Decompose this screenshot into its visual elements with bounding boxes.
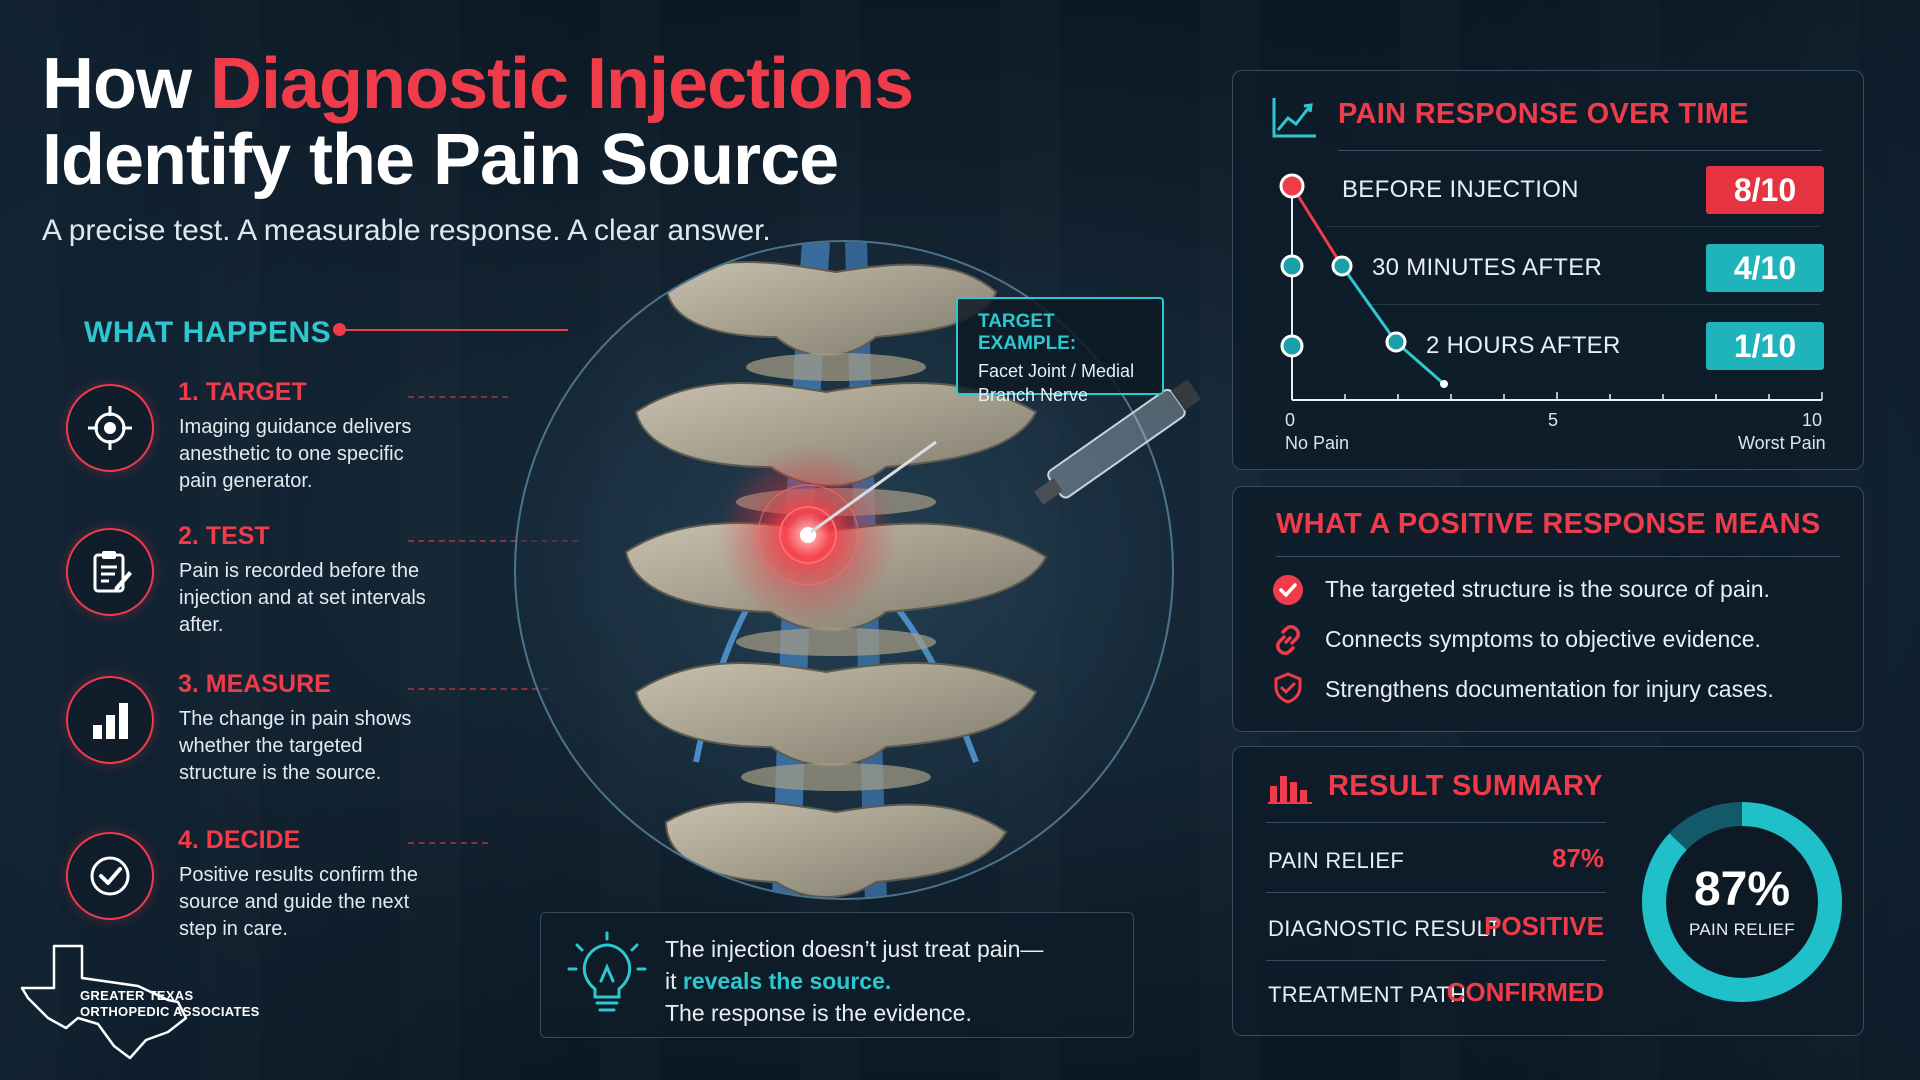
target-example-box: TARGET EXAMPLE: Facet Joint / Medial Bra…: [956, 297, 1164, 405]
step-title: 4. DECIDE: [178, 826, 301, 854]
step-title: 2. TEST: [178, 522, 270, 550]
callout-highlight: reveals the source.: [682, 968, 892, 994]
link-icon: [1276, 625, 1300, 655]
callout-line2-prefix: it: [665, 968, 683, 994]
title-word: How: [42, 44, 210, 124]
positive-response-panel: [1232, 486, 1864, 732]
pain-response-heading: PAIN RESPONSE OVER TIME: [1338, 98, 1749, 130]
step-connector: [408, 842, 488, 844]
title-line2: Identify the Pain Source: [42, 120, 839, 200]
syringe-graphic: [1034, 379, 1202, 505]
line-chart-icon: [1272, 98, 1316, 138]
panel-divider: [1276, 556, 1840, 557]
step-description: Positive results confirm the source and …: [179, 864, 418, 940]
step-decide: 4. DECIDE Positive results confirm the s…: [66, 826, 446, 946]
step-measure: 3. MEASURE The change in pain shows whet…: [66, 670, 446, 790]
pain-row-label: 2 HOURS AFTER: [1426, 332, 1621, 359]
callout-line2: it reveals the source.: [665, 965, 1043, 997]
check-badge-icon: [1273, 575, 1303, 605]
target-example-line1: Facet Joint / Medial: [978, 361, 1135, 381]
evidence-callout: The injection doesn’t just treat pain— i…: [540, 912, 1134, 1038]
page-title: How Diagnostic Injections Identify the P…: [42, 44, 914, 200]
summary-label: TREATMENT PATH: [1268, 982, 1467, 1007]
step-title: 3. MEASURE: [178, 670, 331, 698]
callout-line1: The injection doesn’t just treat pain—: [665, 936, 1044, 962]
axis-tick-label: 5: [1548, 410, 1559, 430]
axis-min-label: No Pain: [1285, 433, 1350, 453]
bar-chart-icon: [1268, 776, 1312, 804]
step-test: 2. TEST Pain is recorded before the inje…: [66, 522, 446, 642]
step-description: Imaging guidance delivers anesthetic to …: [179, 416, 412, 492]
logo-text: GREATER TEXAS ORTHOPEDIC ASSOCIATES: [80, 988, 260, 1020]
texas-logo-icon: [20, 944, 188, 1060]
clipboard-icon: [66, 528, 154, 616]
logo-line2: ORTHOPEDIC ASSOCIATES: [80, 1004, 260, 1019]
pain-relief-donut: [1642, 802, 1842, 1002]
result-summary-heading: RESULT SUMMARY: [1328, 770, 1603, 802]
lightbulb-icon: [567, 931, 647, 1012]
spine-graphic: [624, 242, 1048, 898]
pain-score-badge: 4/10: [1706, 244, 1824, 292]
summary-value: POSITIVE: [1484, 911, 1604, 941]
summary-value: CONFIRMED: [1446, 977, 1604, 1007]
row-divider: [1266, 892, 1606, 893]
what-happens-heading: WHAT HAPPENS: [84, 316, 332, 349]
donut-label: PAIN RELIEF: [1689, 920, 1795, 939]
step-connector: [408, 396, 508, 398]
panel-divider: [1338, 150, 1822, 151]
summary-label: PAIN RELIEF: [1268, 848, 1405, 873]
crosshair-icon: [66, 384, 154, 472]
target-example-heading: TARGET EXAMPLE:: [978, 311, 1077, 354]
positive-item: Connects symptoms to objective evidence.: [1325, 626, 1761, 652]
shield-check-icon: [1274, 672, 1302, 704]
step-description: Pain is recorded before the injection an…: [179, 560, 426, 636]
step-description: The change in pain shows whether the tar…: [179, 708, 412, 784]
pain-score-badge: 1/10: [1706, 322, 1824, 370]
callout-text: The injection doesn’t just treat pain— i…: [665, 933, 1043, 1029]
donut-value: 87%: [1693, 863, 1791, 916]
axis-tick-label: 10: [1802, 410, 1823, 430]
logo-line1: GREATER TEXAS: [80, 988, 194, 1003]
positive-item: The targeted structure is the source of …: [1325, 576, 1770, 602]
positive-response-heading: WHAT A POSITIVE RESPONSE MEANS: [1276, 508, 1821, 540]
step-target: 1. TARGET Imaging guidance delivers anes…: [66, 378, 446, 498]
pain-row-label: BEFORE INJECTION: [1342, 176, 1579, 203]
title-highlight: Diagnostic Injections: [209, 44, 914, 124]
target-example-line2: Branch Nerve: [978, 385, 1089, 405]
row-divider: [1326, 226, 1820, 227]
page-subtitle: A precise test. A measurable response. A…: [42, 214, 771, 247]
pain-row-label: 30 MINUTES AFTER: [1372, 254, 1603, 281]
heading-connector-line: [338, 329, 568, 331]
summary-label: DIAGNOSTIC RESULT: [1268, 916, 1502, 941]
positive-item: Strengthens documentation for injury cas…: [1325, 676, 1774, 702]
step-connector: [408, 688, 548, 690]
panel-divider: [1266, 822, 1606, 823]
pain-score-badge: 8/10: [1706, 166, 1824, 214]
summary-value: 87%: [1551, 843, 1604, 873]
check-circle-icon: [66, 832, 154, 920]
pain-timeline-graphic: [1279, 173, 1823, 401]
axis-tick-label: 0: [1285, 410, 1296, 430]
step-title: 1. TARGET: [178, 378, 307, 406]
donut-arc: [1642, 802, 1842, 1002]
step-connector: [408, 540, 578, 542]
bar-chart-icon: [66, 676, 154, 764]
row-divider: [1266, 960, 1606, 961]
callout-line3: The response is the evidence.: [665, 1000, 972, 1026]
row-divider: [1366, 304, 1820, 305]
axis-max-label: Worst Pain: [1738, 433, 1826, 453]
spine-illustration: [514, 240, 1174, 900]
